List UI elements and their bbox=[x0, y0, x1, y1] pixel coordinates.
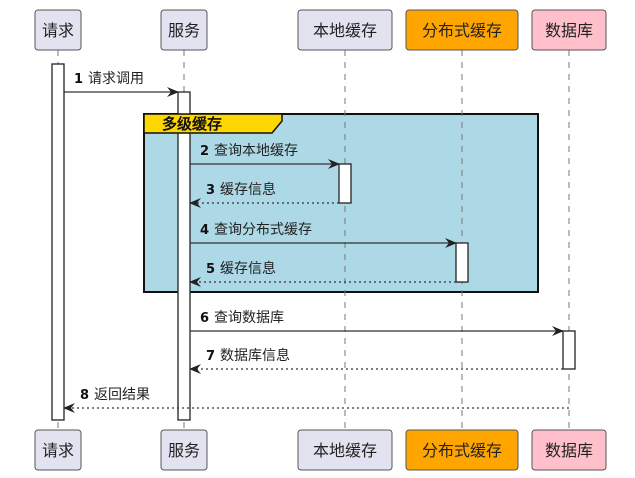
participant-service-bottom: 服务 bbox=[160, 429, 208, 471]
participant-label: 数据库 bbox=[545, 441, 593, 460]
message-label: 缓存信息 bbox=[220, 181, 276, 198]
message-8: 8 返回结果 bbox=[63, 387, 569, 413]
participant-box bbox=[531, 429, 607, 471]
message-3: 3 缓存信息 bbox=[189, 181, 339, 208]
participant-client-top: 请求 bbox=[34, 9, 82, 51]
message-number: 1 bbox=[74, 72, 83, 87]
participant-label: 服务 bbox=[168, 21, 200, 40]
participant-label: 请求 bbox=[42, 21, 74, 40]
participant-box bbox=[405, 9, 519, 51]
message-number: 8 bbox=[80, 388, 89, 403]
group-multi-level-cache: 多级缓存 bbox=[143, 113, 283, 134]
participant-box bbox=[531, 9, 607, 51]
participant-client-bottom: 请求 bbox=[34, 429, 82, 471]
participant-box bbox=[297, 9, 393, 51]
message-number: 6 bbox=[200, 311, 209, 326]
message-label: 查询本地缓存 bbox=[214, 143, 298, 159]
participant-box bbox=[34, 9, 82, 51]
message-label: 数据库信息 bbox=[220, 347, 290, 364]
message-label: 查询分布式缓存 bbox=[214, 222, 312, 238]
message-1: 1 请求调用 bbox=[64, 71, 179, 97]
participant-local_cache-top: 本地缓存 bbox=[297, 9, 393, 51]
participant-label: 服务 bbox=[168, 441, 200, 460]
activation-bar-local_cache bbox=[338, 163, 352, 204]
activation-bar-service bbox=[177, 91, 191, 421]
participant-box bbox=[160, 429, 208, 471]
message-label: 请求调用 bbox=[88, 71, 144, 87]
participant-database-bottom: 数据库 bbox=[531, 429, 607, 471]
participant-box bbox=[297, 429, 393, 471]
participant-label: 分布式缓存 bbox=[422, 441, 502, 460]
activation-bar-dist_cache bbox=[455, 242, 469, 283]
participant-dist_cache-bottom: 分布式缓存 bbox=[405, 429, 519, 471]
message-5: 5 缓存信息 bbox=[189, 260, 456, 287]
message-label: 缓存信息 bbox=[220, 260, 276, 277]
group-tag bbox=[143, 113, 283, 134]
participant-label: 请求 bbox=[42, 441, 74, 460]
message-number: 7 bbox=[206, 349, 215, 364]
message-number: 4 bbox=[200, 223, 209, 238]
activation-bar-database bbox=[562, 330, 576, 370]
message-label: 查询数据库 bbox=[214, 310, 284, 326]
message-7: 7 数据库信息 bbox=[189, 347, 563, 374]
participant-box bbox=[160, 9, 208, 51]
activation-bar-client bbox=[51, 63, 65, 421]
participant-box bbox=[405, 429, 519, 471]
message-6: 6 查询数据库 bbox=[190, 310, 564, 336]
message-label: 返回结果 bbox=[94, 387, 150, 403]
participant-label: 分布式缓存 bbox=[422, 21, 502, 40]
message-2: 2 查询本地缓存 bbox=[190, 143, 340, 169]
message-number: 2 bbox=[200, 144, 209, 159]
group-label: 多级缓存 bbox=[162, 115, 222, 133]
participant-dist_cache-top: 分布式缓存 bbox=[405, 9, 519, 51]
participant-database-top: 数据库 bbox=[531, 9, 607, 51]
participant-label: 数据库 bbox=[545, 21, 593, 40]
participant-label: 本地缓存 bbox=[313, 441, 377, 460]
message-number: 5 bbox=[206, 262, 215, 277]
participant-service-top: 服务 bbox=[160, 9, 208, 51]
participant-local_cache-bottom: 本地缓存 bbox=[297, 429, 393, 471]
participant-label: 本地缓存 bbox=[313, 21, 377, 40]
participant-box bbox=[34, 429, 82, 471]
message-number: 3 bbox=[206, 183, 215, 198]
message-4: 4 查询分布式缓存 bbox=[190, 222, 457, 248]
